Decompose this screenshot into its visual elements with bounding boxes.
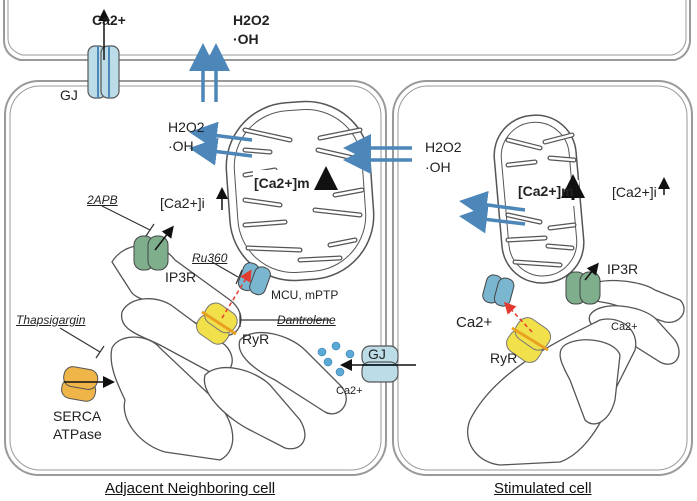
top-oh-label: ·OH [233, 31, 259, 47]
mcu-channel-right [482, 274, 515, 307]
left-ryr-label: RyR [242, 331, 270, 347]
serca-pump-left [61, 366, 115, 402]
right-ip3r-label: IP3R [607, 261, 639, 277]
ryr-channel-left [196, 269, 252, 345]
inhibitor-lines [59, 205, 330, 359]
inhibitor-thapsigargin: Thapsigargin [16, 313, 86, 327]
left-mcu-label: MCU, mPTP [271, 288, 339, 302]
left-cell-caption: Adjacent Neighboring cell [105, 480, 276, 497]
inhibitor-ru360: Ru360 [192, 251, 228, 265]
left-oh-label: ·OH [168, 138, 194, 154]
mito-ros-arrows-left [189, 121, 253, 166]
right-ryr-label: RyR [490, 350, 518, 366]
left-cytosolic-ca: [Ca2+]i [160, 195, 205, 211]
left-mito-ca: [Ca2+]m [254, 175, 310, 191]
ros-up-arrows [189, 43, 230, 102]
right-ca-release: Ca2+ [456, 314, 493, 331]
top-ca-label: Ca2+ [92, 12, 126, 28]
left-h2o2-label: H2O2 [168, 119, 205, 135]
inhibitor-2apb: 2APB [87, 193, 118, 207]
top-neighbor-cell [3, 0, 691, 61]
right-cytosolic-ca: [Ca2+]i [612, 184, 657, 200]
mitochondrion-left [225, 100, 375, 282]
junction-h2o2-label: H2O2 [425, 139, 462, 155]
gj-middle-label: GJ [368, 346, 386, 362]
right-cell-caption: Stimulated cell [494, 480, 592, 497]
ip3r-channel-right [565, 262, 601, 305]
inhibitor-dantrolene: Dantrolene [277, 313, 336, 327]
mito-ros-arrows-right [459, 190, 526, 234]
left-ip3r-label: IP3R [165, 269, 197, 285]
ryr-channel-right [503, 301, 552, 363]
serca-label-2: ATPase [53, 426, 102, 442]
junction-ros-arrows [343, 134, 412, 174]
ip3r-channel-left [133, 225, 174, 271]
right-mito-ca: [Ca2+]m [518, 183, 574, 199]
serca-label-1: SERCA [53, 408, 102, 424]
ca-dots [317, 341, 355, 377]
gap-junction-top [87, 9, 120, 99]
junction-ca-label: Ca2+ [336, 385, 363, 397]
junction-oh-label: ·OH [425, 159, 451, 175]
mitochondrion-right [493, 114, 585, 284]
right-er-ca: Ca2+ [611, 321, 638, 333]
gap-junction-middle [340, 345, 416, 383]
gj-top-label: GJ [60, 87, 78, 103]
top-h2o2-label: H2O2 [233, 12, 270, 28]
